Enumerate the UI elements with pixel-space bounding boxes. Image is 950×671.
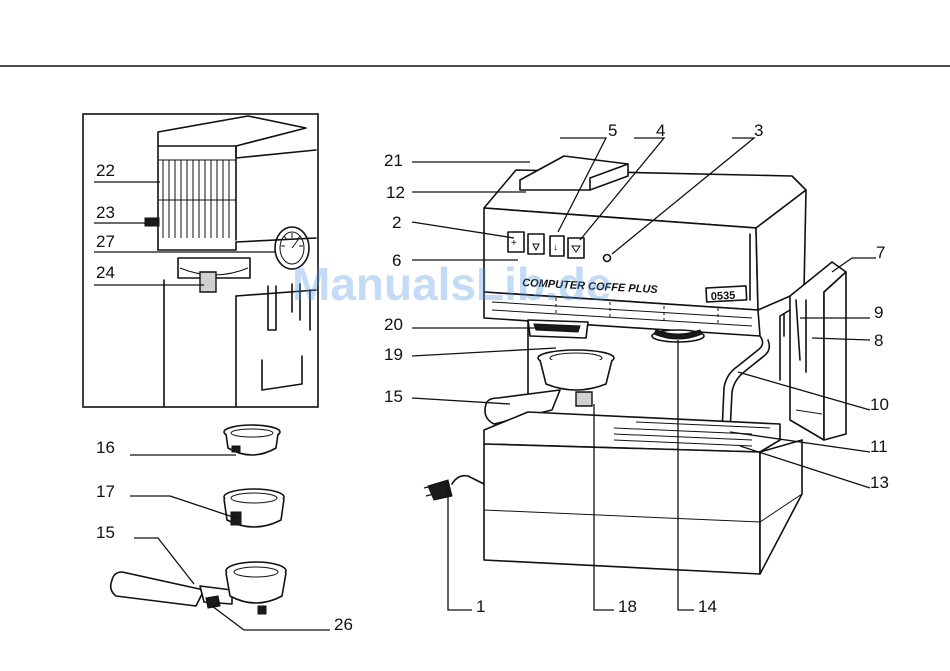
label-2: 2 xyxy=(392,213,401,232)
detail-inset xyxy=(83,114,318,407)
label-14: 14 xyxy=(698,597,717,616)
label-23: 23 xyxy=(96,203,115,222)
espresso-machine: + ↓ COMPUTER COFFE PLUS 0535 xyxy=(424,156,846,574)
label-26: 26 xyxy=(334,615,353,634)
label-11: 11 xyxy=(870,437,888,456)
label-8: 8 xyxy=(874,331,883,350)
label-19: 19 xyxy=(384,345,403,364)
model-badge: 0535 xyxy=(711,290,736,303)
label-3: 3 xyxy=(754,121,763,140)
label-15-detail: 15 xyxy=(96,523,115,542)
label-6: 6 xyxy=(392,251,401,270)
label-24: 24 xyxy=(96,263,115,282)
label-1: 1 xyxy=(476,597,485,616)
label-10: 10 xyxy=(870,395,889,414)
label-13: 13 xyxy=(870,473,889,492)
svg-text:↓: ↓ xyxy=(553,242,558,253)
portafilter-detail xyxy=(111,562,286,614)
svg-text:+: + xyxy=(511,238,517,249)
label-9: 9 xyxy=(874,303,883,322)
filter-basket-double xyxy=(224,489,284,527)
label-17: 17 xyxy=(96,482,115,501)
watermark: ManualsLib.de xyxy=(292,258,611,310)
label-22: 22 xyxy=(96,161,115,180)
label-4: 4 xyxy=(656,121,665,140)
label-20: 20 xyxy=(384,315,403,334)
label-12: 12 xyxy=(386,183,405,202)
filter-basket-single xyxy=(224,425,280,455)
label-5: 5 xyxy=(608,121,617,140)
label-15: 15 xyxy=(384,387,403,406)
label-16: 16 xyxy=(96,438,115,457)
label-21: 21 xyxy=(384,151,403,170)
label-7: 7 xyxy=(876,243,885,262)
label-27: 27 xyxy=(96,232,115,251)
label-18: 18 xyxy=(618,597,637,616)
